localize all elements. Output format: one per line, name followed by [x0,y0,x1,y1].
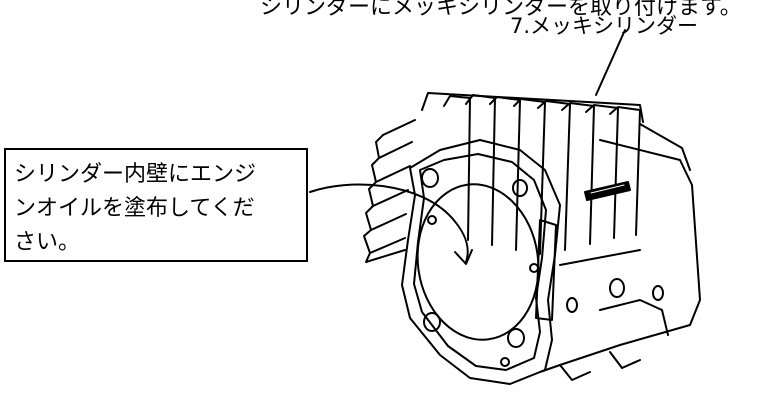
note-line: ンオイルを塗布してくだ [14,196,255,221]
part-leader-line [595,29,626,96]
cooling-fins-top [421,92,644,255]
part-label: 7.メッキシリンダー [510,14,699,38]
flange-hole [507,328,525,348]
cylinder-bore [416,183,540,341]
cylinder-body [539,139,701,373]
instruction-text-cropped: シリンダーにメッキシリンダーを取り付けます。 [260,0,742,20]
flange-hole [423,312,441,332]
note-line: さい。 [14,230,81,255]
pointer-arrow [309,183,469,263]
note-line: シリンダー内壁にエンジ [14,162,257,187]
cooling-fins-bottom [559,351,641,381]
flange-hole [512,179,528,197]
flange-hole [421,168,439,188]
bolt-hole [652,285,664,301]
bolt-hole [566,297,578,313]
cylinder-flange [401,139,561,385]
cooling-fins-left [363,119,416,263]
bolt-hole [609,278,625,298]
nameplate [584,181,631,201]
note-callout: シリンダー内壁にエンジ ンオイルを塗布してくだ さい。 [4,148,308,262]
